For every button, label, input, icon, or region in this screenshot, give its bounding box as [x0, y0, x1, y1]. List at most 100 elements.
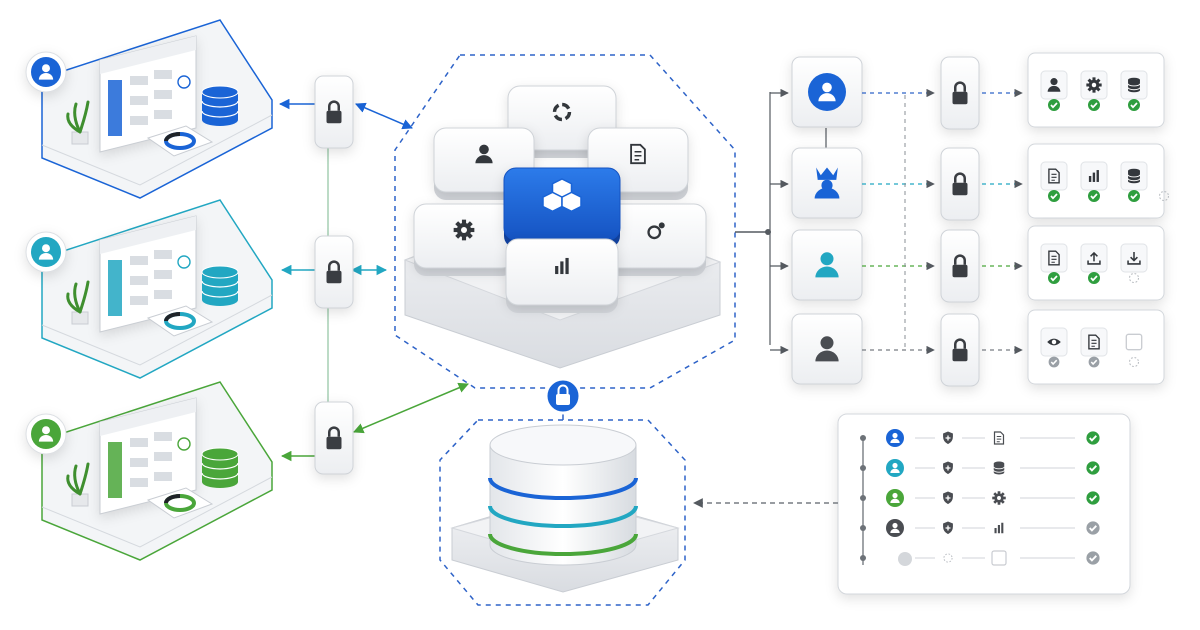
permissions-card-2 — [1027, 143, 1170, 219]
share-icon — [647, 222, 665, 240]
permissions-card-4 — [1027, 309, 1165, 385]
role-lock-4 — [940, 313, 980, 387]
lock-icon — [952, 338, 968, 362]
check-badge-icon — [1086, 551, 1100, 565]
role-cards — [770, 52, 1170, 387]
lock-client1 — [314, 75, 354, 149]
role-card-1[interactable] — [791, 56, 863, 128]
user-icon — [815, 252, 839, 278]
client-panel-3 — [25, 381, 273, 561]
lock-client3 — [314, 401, 354, 475]
bar-chart-icon — [555, 257, 569, 275]
client-panels — [25, 19, 273, 561]
download-icon — [1127, 252, 1141, 265]
bar-chart-icon — [994, 522, 1004, 534]
user-icon — [815, 336, 839, 362]
check-badge-icon — [1128, 99, 1140, 111]
empty — [991, 550, 1007, 566]
lock-icon — [952, 172, 968, 196]
document-icon — [1048, 250, 1060, 266]
bar-chart-icon — [1088, 170, 1099, 182]
empty — [1125, 333, 1143, 351]
shield-icon — [943, 431, 953, 445]
central-lock — [544, 377, 582, 415]
hub-tile-cubes — [503, 167, 621, 248]
role-card-3[interactable] — [791, 229, 863, 301]
shield-icon — [943, 461, 953, 475]
database-icon — [1127, 77, 1141, 93]
permissions-card-1 — [1027, 52, 1165, 128]
hub-tiles — [413, 85, 707, 313]
avatar — [25, 413, 67, 455]
permissions-card-3 — [1027, 225, 1165, 301]
lock-icon — [326, 100, 342, 124]
user-icon — [38, 64, 54, 80]
pending-icon — [943, 553, 953, 563]
client-panel-1 — [25, 19, 273, 199]
check-badge-icon — [1128, 190, 1140, 202]
lock-icon — [326, 426, 342, 450]
audit-row — [860, 550, 1100, 566]
role-lock-1 — [940, 56, 980, 130]
upload-icon — [1087, 251, 1101, 265]
link-hub-client1 — [355, 102, 413, 130]
role-row-3 — [770, 225, 1165, 303]
central-database — [450, 424, 680, 593]
document-icon — [630, 143, 646, 165]
sync-icon — [552, 102, 572, 122]
check-badge-icon — [1088, 99, 1100, 111]
avatar — [25, 51, 67, 93]
lock-client2 — [314, 235, 354, 309]
avatar — [25, 231, 67, 273]
audit-row — [860, 519, 1100, 537]
role-row-2 — [770, 143, 1170, 221]
check-badge-icon — [1086, 461, 1100, 475]
audit-row — [860, 429, 1100, 447]
database-icon — [201, 85, 239, 126]
document-icon — [1048, 168, 1060, 184]
hub-tile-share — [605, 203, 707, 276]
lock-icon — [952, 254, 968, 278]
check-badge-icon — [1048, 356, 1060, 368]
document-icon — [993, 431, 1005, 445]
check-badge-icon — [1086, 521, 1100, 535]
check-badge-icon — [1048, 99, 1060, 111]
hub-boundary — [394, 54, 736, 389]
client-panel-2 — [25, 199, 273, 379]
user-icon — [818, 82, 836, 102]
role-card-4[interactable] — [791, 313, 863, 385]
role-card-2[interactable] — [791, 147, 863, 219]
check-badge-icon — [1048, 272, 1060, 284]
database-icon — [1127, 168, 1141, 184]
pending-icon — [1128, 356, 1140, 368]
gear-icon — [992, 491, 1006, 505]
cubes-icon — [542, 178, 582, 213]
user-icon — [890, 522, 900, 533]
pending-icon — [1128, 272, 1140, 284]
shield-icon — [943, 491, 953, 505]
audit-row — [860, 489, 1100, 507]
link-db-client3 — [353, 382, 469, 434]
shield-icon — [943, 521, 953, 535]
left-locks — [314, 75, 354, 475]
check-badge-icon — [1088, 190, 1100, 202]
gear-icon — [1086, 77, 1102, 93]
database-icon — [993, 461, 1005, 475]
pending-icon — [1158, 190, 1170, 202]
database-icon — [201, 265, 239, 306]
check-badge-icon — [1088, 356, 1100, 368]
role-row-4 — [770, 309, 1165, 387]
audit-row — [860, 459, 1100, 477]
user-icon — [890, 492, 900, 503]
check-badge-icon — [1048, 190, 1060, 202]
check-badge-icon — [1086, 431, 1100, 445]
user-icon — [475, 144, 493, 164]
role-lock-3 — [940, 229, 980, 303]
lock-icon — [952, 81, 968, 105]
database-icon — [201, 447, 239, 488]
document-icon — [1088, 334, 1100, 350]
user-icon — [38, 426, 54, 442]
admin-crown-icon — [814, 167, 840, 199]
